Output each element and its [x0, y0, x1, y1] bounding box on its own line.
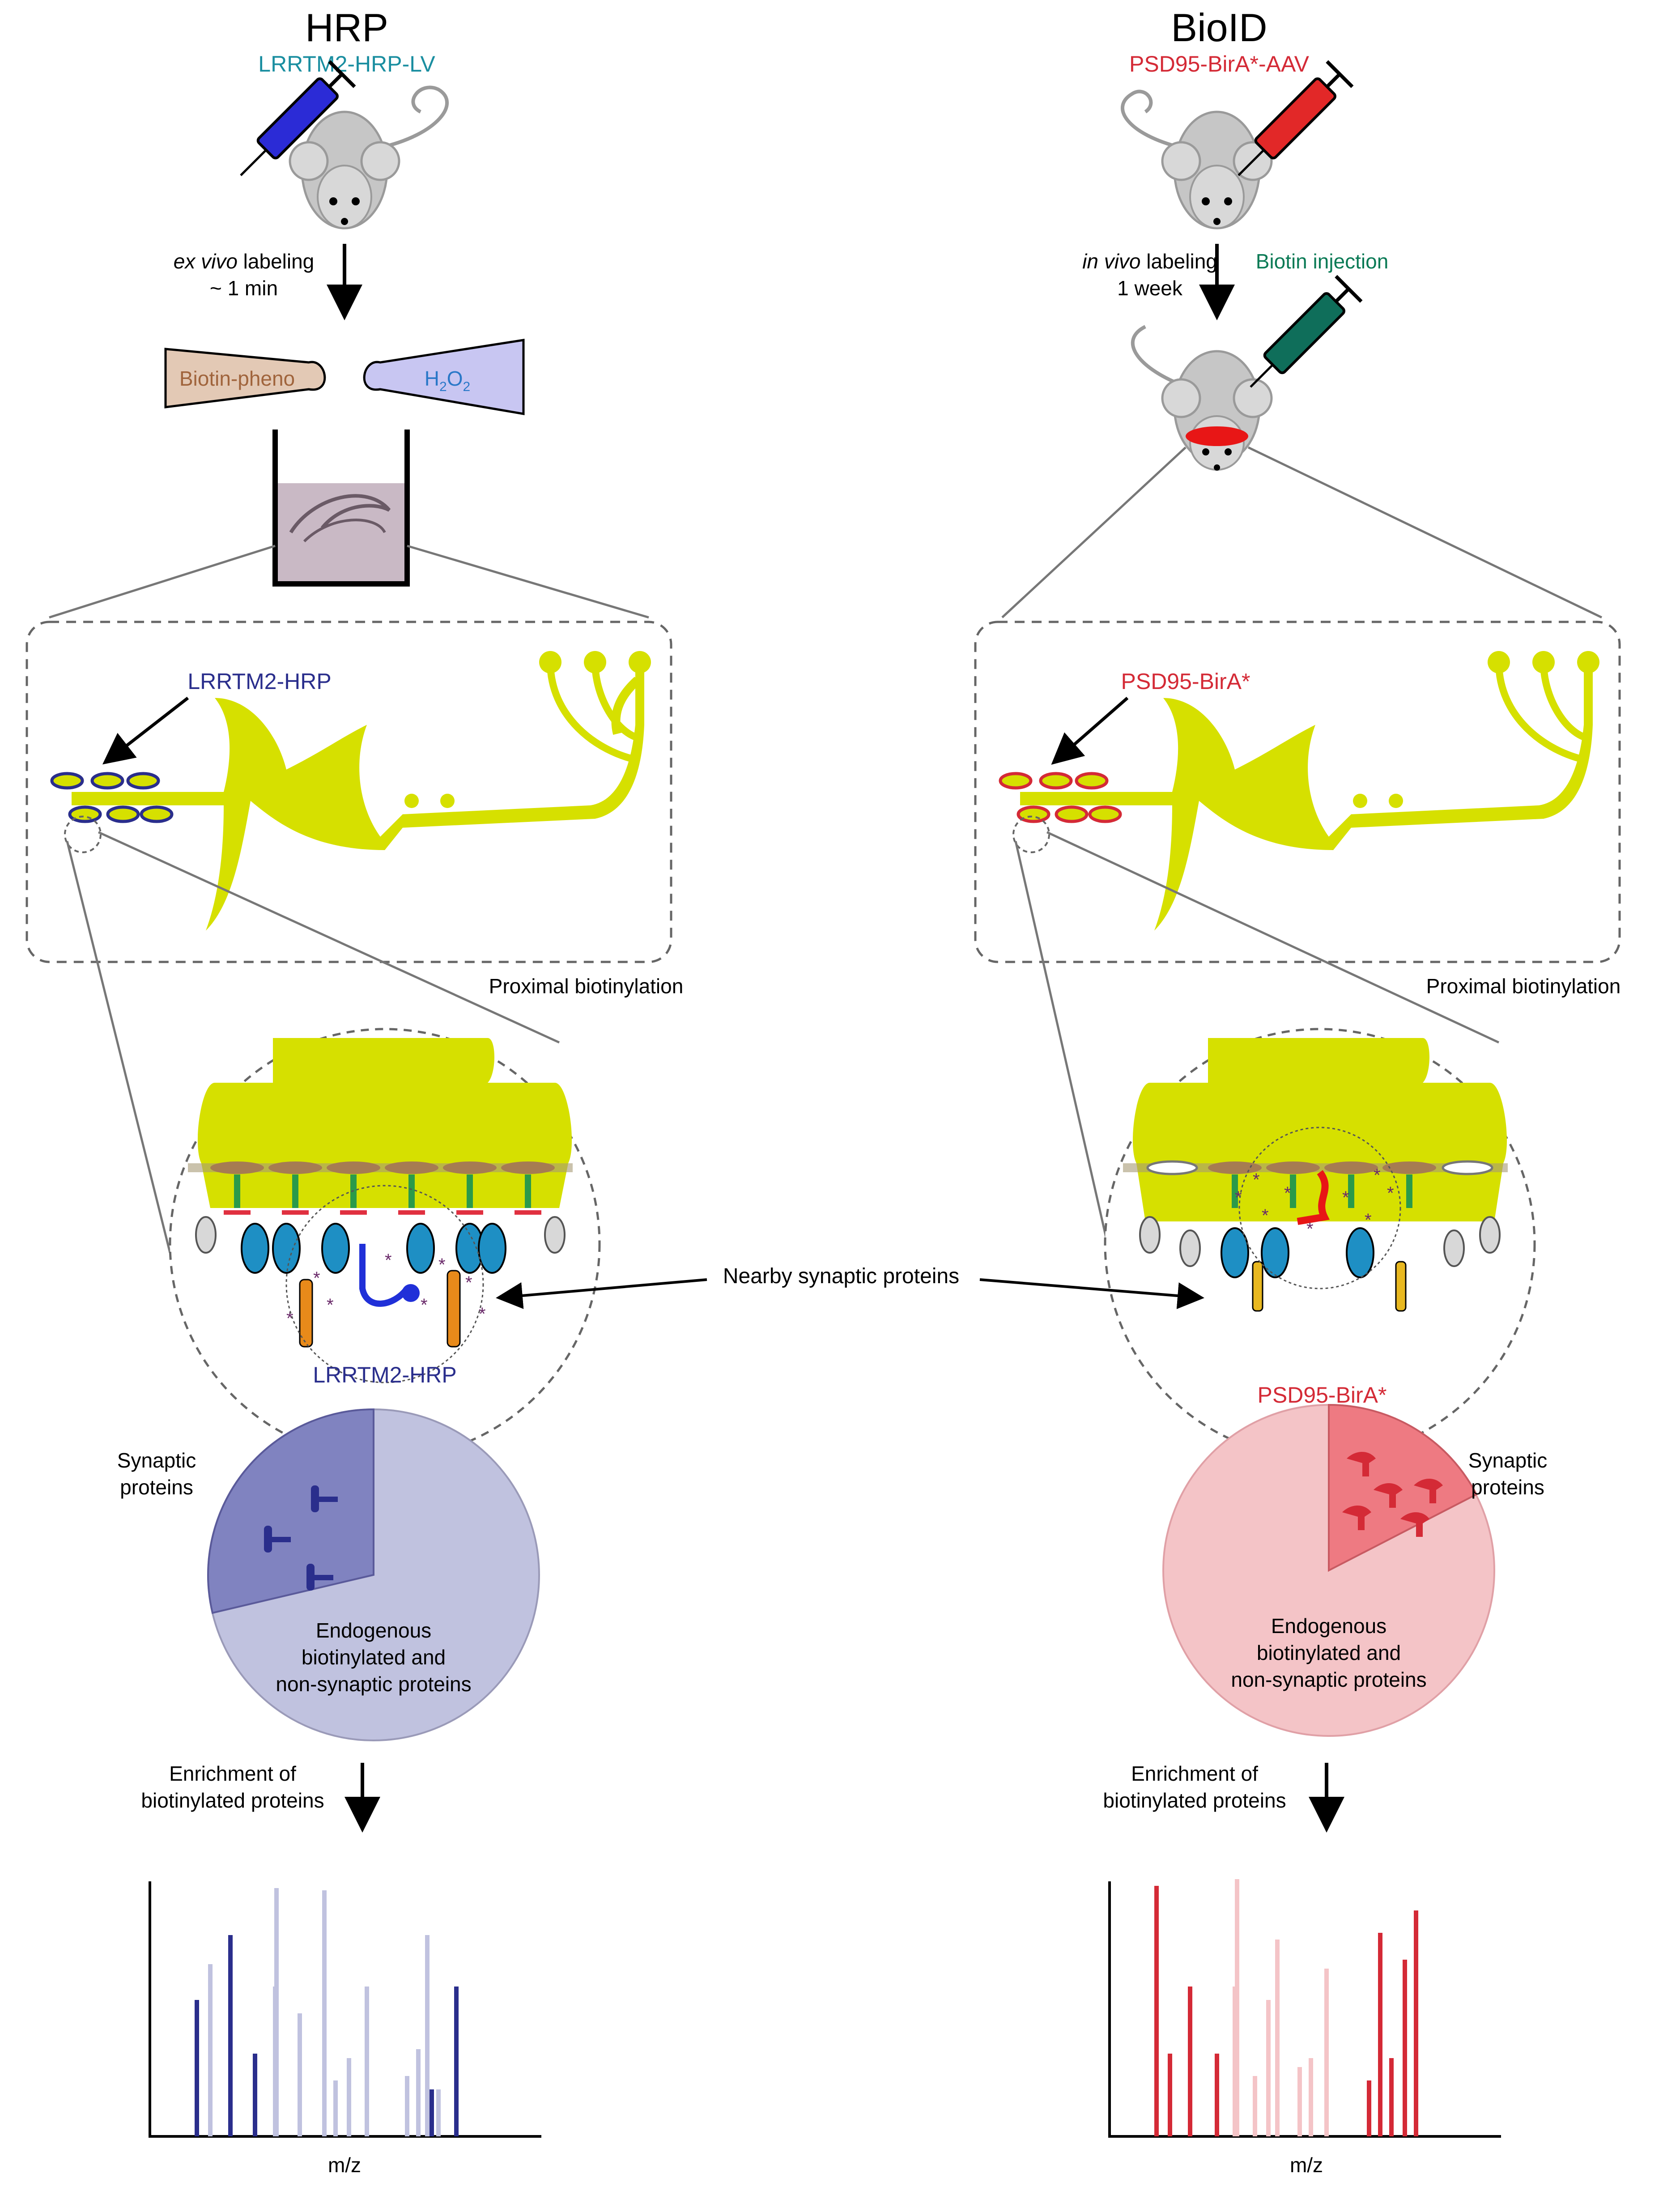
left-pie: Synaptic proteins Endogenous biotinylate… [117, 1408, 540, 1741]
left-neuron-panel [26, 621, 672, 963]
svg-text:*: * [421, 1295, 428, 1315]
left-probe-label: LRRTM2-HRP [187, 669, 331, 694]
right-proximal-label: Proximal biotinylation [1426, 974, 1621, 998]
svg-text:*: * [1306, 1219, 1314, 1239]
left-spines [50, 772, 174, 823]
right-pie-other-3: non-synaptic proteins [1231, 1668, 1426, 1691]
left-construct: LRRTM2-HRP-LV [258, 51, 435, 77]
left-mouse-icon [289, 85, 449, 230]
right-spectrum: m/z [1108, 1879, 1501, 2177]
left-syringe-icon [240, 60, 356, 176]
left-enrichment-1: Enrichment of [169, 1762, 296, 1785]
left-title: HRP [305, 5, 388, 50]
right-title: BioID [1171, 5, 1267, 50]
svg-text:*: * [1262, 1206, 1269, 1225]
right-pie-other-2: biotinylated and [1257, 1641, 1401, 1664]
left-spectrum: m/z [149, 1881, 541, 2177]
left-pie-synaptic-2: proteins [120, 1476, 193, 1499]
svg-text:*: * [465, 1273, 472, 1293]
left-pie-other-1: Endogenous [316, 1619, 431, 1642]
svg-text:*: * [286, 1309, 293, 1328]
right-enrichment-2: biotinylated proteins [1103, 1789, 1286, 1812]
biotin-pheno-tube: Biotin-pheno [164, 348, 326, 408]
left-xlabel: m/z [328, 2153, 361, 2177]
svg-text:*: * [1374, 1166, 1381, 1185]
right-pie-synaptic-2: proteins [1471, 1476, 1544, 1499]
center-label: Nearby synaptic proteins [723, 1264, 959, 1288]
left-pie-other-3: non-synaptic proteins [276, 1672, 471, 1696]
left-zoom-probe-label: LRRTM2-HRP [313, 1362, 456, 1387]
left-enrichment-2: biotinylated proteins [141, 1789, 324, 1812]
svg-text:*: * [1284, 1183, 1291, 1203]
left-neuron-icon [72, 651, 651, 931]
svg-text:*: * [1365, 1210, 1372, 1230]
right-pie: Synaptic proteins Endogenous biotinylate… [1162, 1404, 1547, 1737]
h2o2-tube: H2O2 [363, 339, 525, 415]
biotin-mouse-icon [1131, 325, 1273, 471]
svg-text:H2O2: H2O2 [425, 367, 470, 394]
right-zoom-probe-label: PSD95-BirA* [1258, 1383, 1387, 1408]
svg-text:*: * [1253, 1170, 1260, 1190]
svg-text:*: * [327, 1295, 334, 1315]
right-neuron-icon [1020, 651, 1599, 931]
left-spectrum-peaks [195, 1888, 459, 2136]
left-synapse-zoom: * * * * * * * * LRRTM2-HRP [169, 1028, 601, 1460]
left-proximal-label: Proximal biotinylation [489, 974, 684, 998]
right-construct: PSD95-BirA*-AAV [1129, 51, 1310, 77]
right-pie-synaptic-1: Synaptic [1468, 1449, 1547, 1472]
biotin-injection-label: Biotin injection [1256, 250, 1389, 273]
right-syringe-icon [1238, 60, 1354, 176]
left-pie-synaptic-1: Synaptic [117, 1449, 196, 1472]
right-mouse-icon [1121, 89, 1273, 230]
right-labeling-time: 1 week [1117, 277, 1183, 300]
right-xlabel: m/z [1290, 2153, 1323, 2177]
left-pie-other-2: biotinylated and [302, 1646, 446, 1669]
left-synapse-glyphs [264, 1485, 338, 1591]
left-labeling-time: ~ 1 min [210, 277, 278, 300]
right-spines [999, 772, 1122, 823]
right-pie-other-1: Endogenous [1271, 1614, 1387, 1638]
biotin-syringe-icon [1250, 275, 1363, 388]
svg-text:*: * [479, 1304, 486, 1324]
svg-text:*: * [1387, 1183, 1394, 1203]
svg-text:Biotin-pheno: Biotin-pheno [179, 367, 295, 390]
beaker-slice [272, 430, 410, 587]
right-neuron-panel [974, 621, 1621, 963]
svg-text:*: * [385, 1251, 392, 1270]
right-enrichment-1: Enrichment of [1131, 1762, 1258, 1785]
right-probe-label: PSD95-BirA* [1121, 669, 1250, 694]
right-synapse-glyphs [1342, 1452, 1443, 1537]
svg-text:*: * [1342, 1188, 1349, 1208]
svg-text:*: * [313, 1268, 320, 1288]
left-labeling-text: ex vivo labeling [174, 250, 315, 273]
svg-text:*: * [438, 1255, 446, 1275]
right-labeling-text: in vivo labeling [1082, 250, 1217, 273]
right-synapse-zoom: *** *** *** PSD95-BirA* [1104, 1028, 1536, 1460]
right-spectrum-peaks [1154, 1879, 1418, 2136]
